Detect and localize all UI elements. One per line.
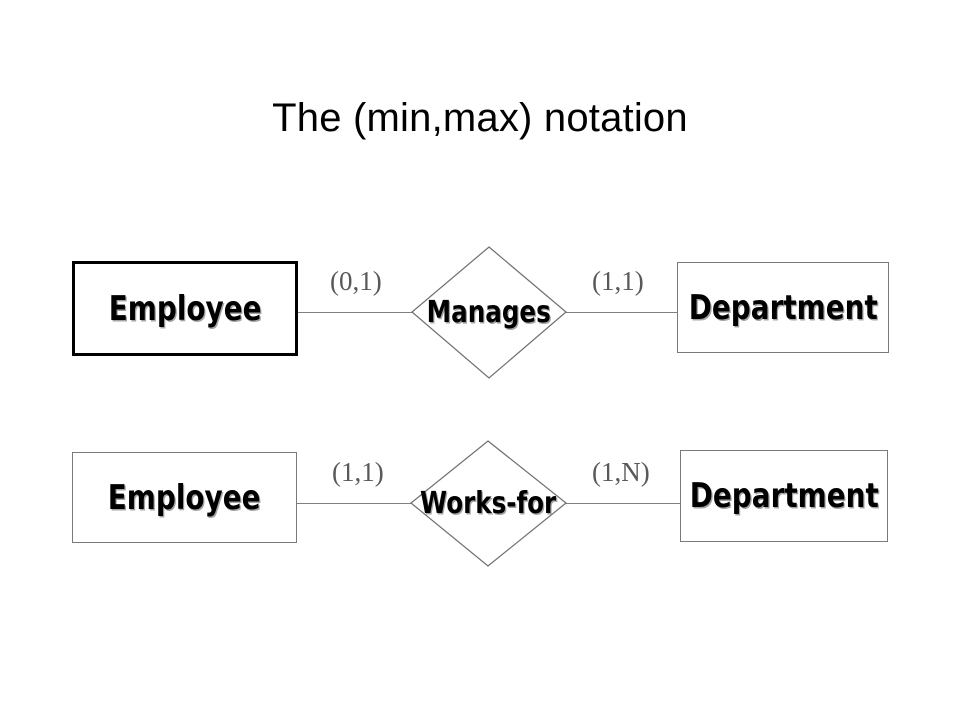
cardinality-label-works-for-department: (1,N) [592, 457, 650, 487]
diamond-shape-works-for [410, 440, 567, 567]
connector-line-employee-manages [297, 312, 414, 313]
connector-line-works-for-department [565, 503, 681, 504]
relationship-label-works-for: Works-for [420, 485, 557, 521]
cardinality-label-manages-department: (1,1) [592, 266, 644, 296]
cardinality-label-employee-manages: (0,1) [330, 266, 382, 296]
entity-box-employee-manages[interactable]: Employee [72, 261, 298, 356]
relationship-label-wrap-manages: Manages [411, 246, 567, 379]
entity-label-department: Department [689, 476, 879, 516]
relationship-diamond-manages[interactable]: Manages [411, 246, 567, 379]
relationship-label-manages: Manages [426, 294, 552, 330]
connector-line-manages-department [564, 312, 678, 313]
entity-box-employee-works-for[interactable]: Employee [72, 452, 297, 543]
entity-label-employee: Employee [108, 288, 262, 329]
relationship-diamond-works-for[interactable]: Works-for [410, 440, 567, 567]
relationship-label-wrap-works-for: Works-for [410, 440, 567, 567]
cardinality-label-employee-works-for: (1,1) [332, 457, 384, 487]
entity-label-department: Department [688, 287, 878, 328]
connector-line-employee-works-for [297, 503, 412, 504]
entity-box-department-manages[interactable]: Department [677, 262, 889, 353]
page-title: The (min,max) notation [272, 96, 688, 140]
entity-label-employee: Employee [108, 477, 261, 518]
entity-box-department-works-for[interactable]: Department [680, 450, 888, 542]
diamond-shape-manages [411, 246, 567, 379]
